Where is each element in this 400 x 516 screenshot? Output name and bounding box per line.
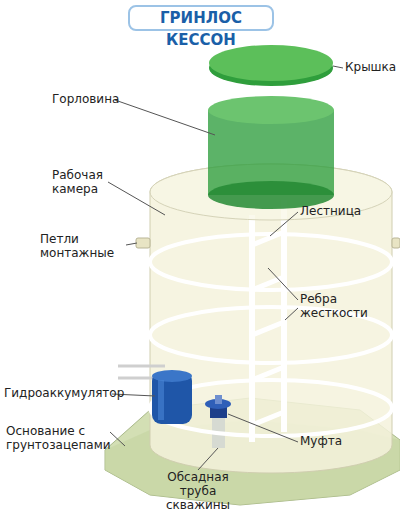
- part-label: Лестница: [300, 204, 361, 218]
- part-label: Рабочая камера: [52, 168, 124, 196]
- part-label: Ребра жесткости: [300, 292, 390, 320]
- part-label: Основание с грунтозацепами: [6, 424, 131, 452]
- part-label: Муфта: [300, 434, 342, 448]
- ladder-rung: [252, 412, 284, 425]
- ladder-rung: [252, 367, 284, 380]
- ladder-rail: [249, 215, 255, 442]
- leader-line: [268, 268, 298, 300]
- part-label: Петли монтажные: [40, 232, 128, 260]
- part-label: Крышка: [345, 60, 396, 74]
- mounting-loop: [392, 238, 400, 248]
- leader-line: [333, 66, 343, 68]
- part-label: Горловина: [52, 92, 119, 106]
- leader-line: [126, 243, 137, 245]
- part-label: Обсадная труба скважины: [160, 470, 236, 512]
- accumulator-highlight: [158, 380, 164, 420]
- stiffening-ring: [150, 234, 392, 290]
- leader-line: [198, 448, 218, 470]
- ladder-rung: [252, 322, 284, 335]
- leader-line: [270, 212, 298, 236]
- leader-line: [110, 432, 125, 446]
- leader-line: [115, 100, 215, 135]
- ladder-rung: [252, 277, 284, 290]
- leader-line: [285, 308, 298, 320]
- part-label: Гидроаккумулятор: [4, 386, 124, 400]
- coupling-cap: [215, 395, 222, 404]
- leader-line: [228, 414, 298, 442]
- mounting-loop: [136, 238, 150, 248]
- chamber-body: [150, 164, 392, 473]
- leader-line: [108, 182, 165, 215]
- pipe: [118, 365, 165, 368]
- title-badge: ГРИНЛОС КЕССОН: [128, 5, 274, 31]
- neck-top: [208, 96, 334, 124]
- ladder-rung: [252, 232, 284, 245]
